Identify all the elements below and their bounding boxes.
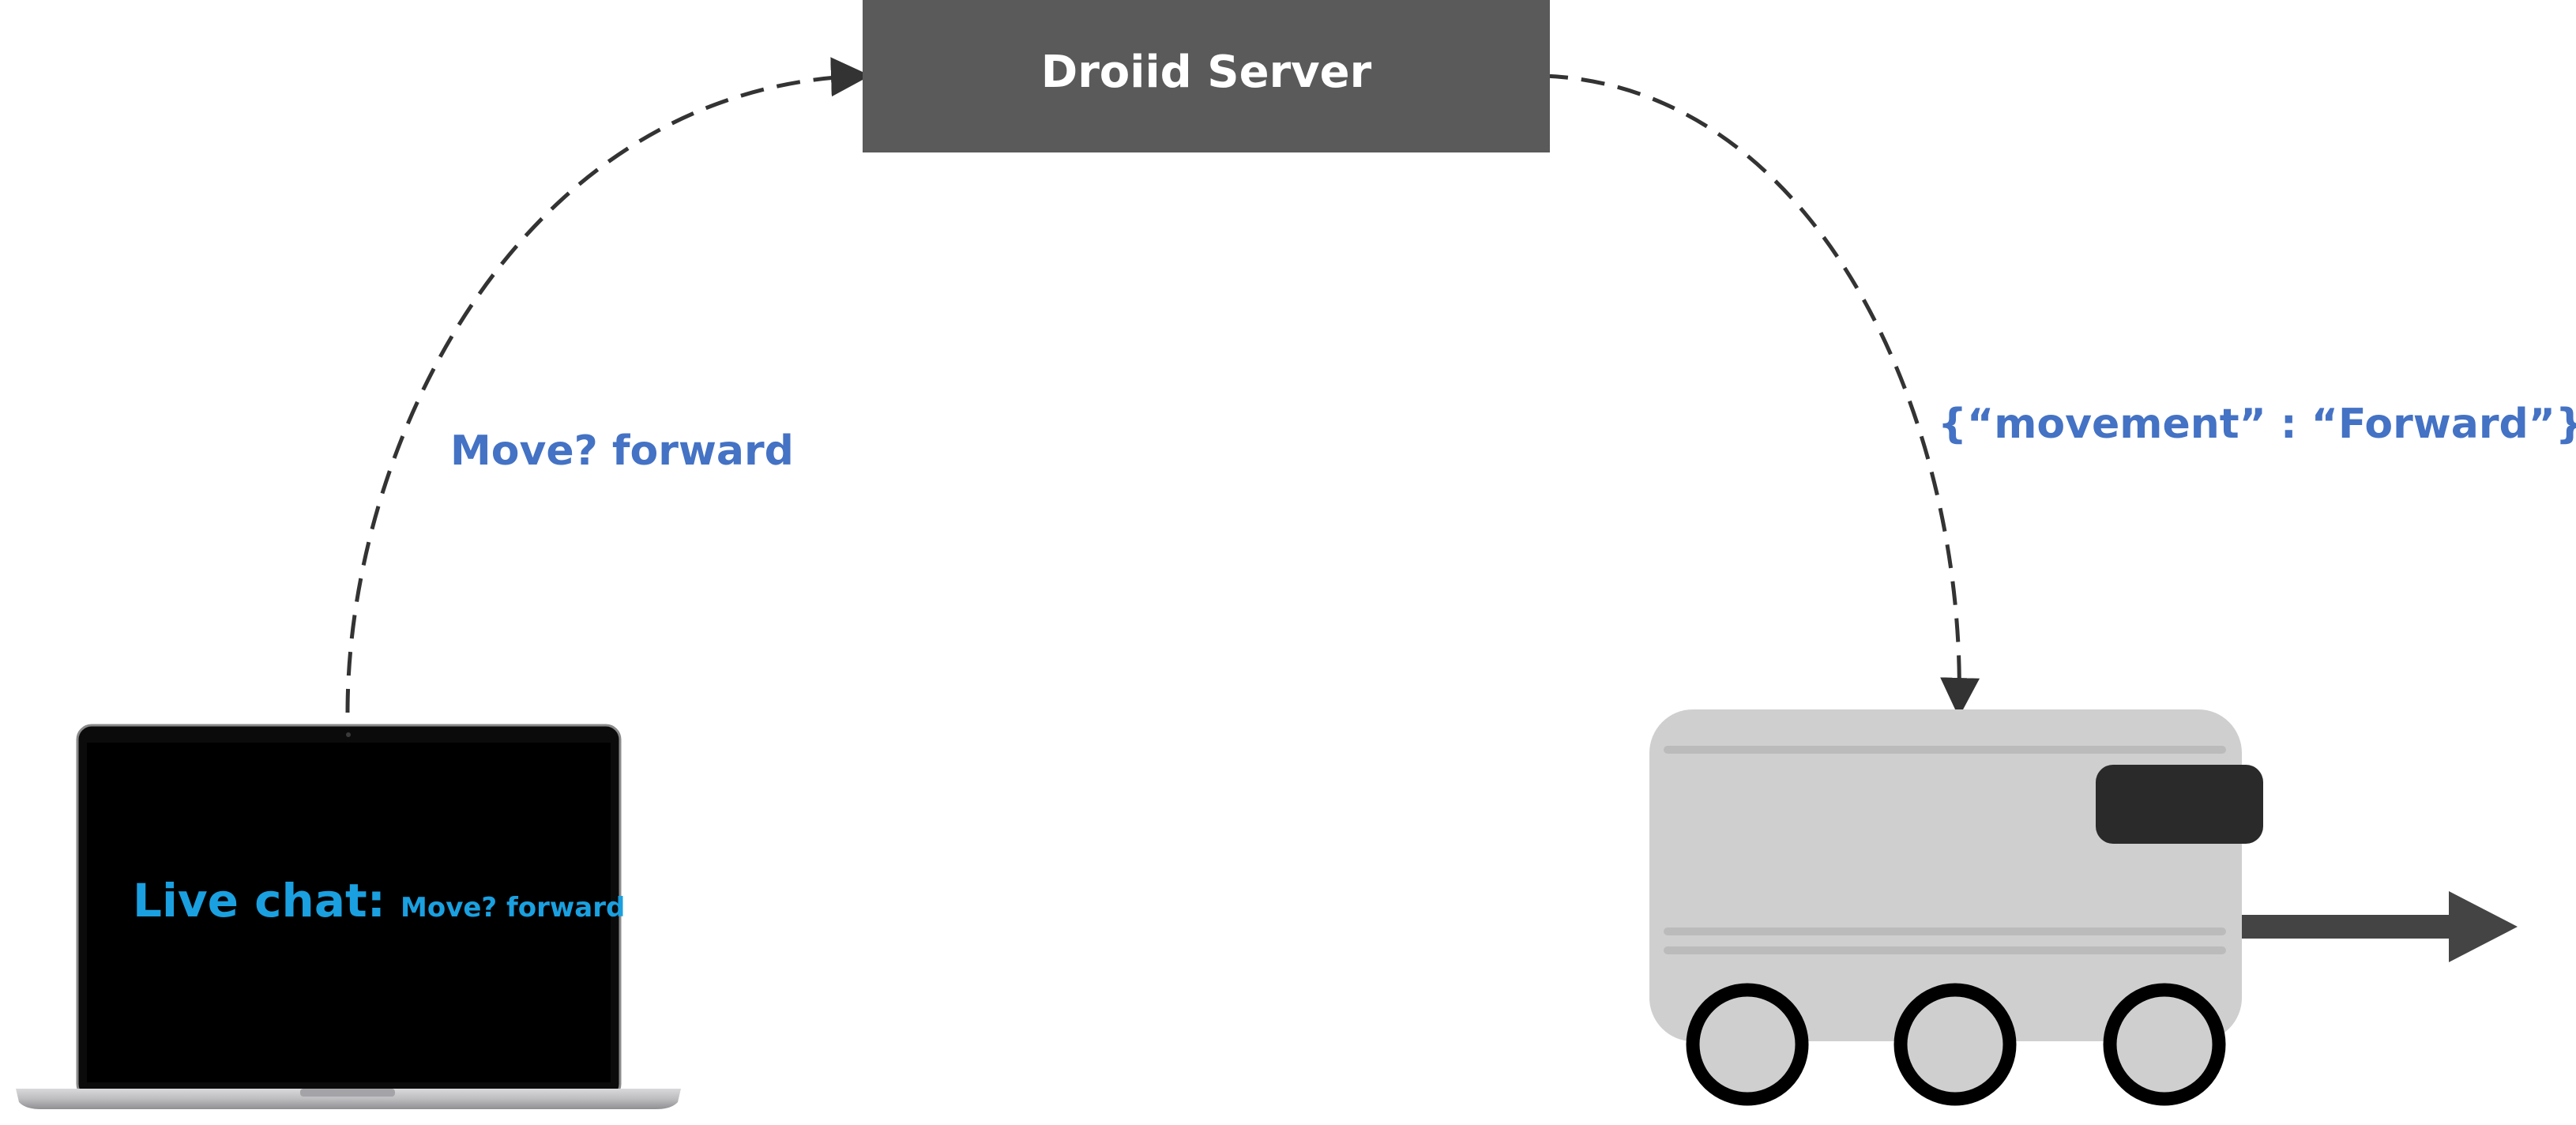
robot-body — [1649, 709, 2242, 1041]
live-chat-message: Move? forward — [401, 892, 625, 924]
laptop-trackpad-notch — [300, 1089, 395, 1097]
robot-top-stripe — [1664, 746, 2226, 754]
live-chat-label: Live chat: — [133, 874, 385, 927]
robot — [1649, 709, 2518, 1106]
robot-lower-stripe-2 — [1664, 946, 2226, 954]
camera-icon — [346, 732, 351, 737]
robot-wheel-center — [1893, 983, 2017, 1106]
robot-wheel-left — [1686, 983, 1809, 1106]
edge-laptop-to-server — [345, 57, 871, 713]
droiid-server-node: Droiid Server — [863, 0, 1550, 152]
laptop-base — [16, 1089, 681, 1109]
laptop-screen — [87, 743, 611, 1082]
server-label: Droiid Server — [1041, 47, 1372, 98]
forward-arrow-shaft — [2236, 915, 2457, 939]
robot-visor — [2096, 765, 2263, 844]
edge-label-laptop-to-server: Move? forward — [450, 427, 794, 475]
forward-arrow-icon — [2449, 891, 2518, 962]
edge-server-to-robot — [1544, 73, 1980, 717]
edge-label-server-to-robot: {“movement” : “Forward”} — [1938, 401, 2576, 448]
live-chat-text: Live chat: Move? forward — [133, 874, 625, 927]
robot-lower-stripe-1 — [1664, 927, 2226, 935]
robot-wheel-right — [2103, 983, 2226, 1106]
laptop: Live chat: Move? forward — [16, 724, 681, 1109]
